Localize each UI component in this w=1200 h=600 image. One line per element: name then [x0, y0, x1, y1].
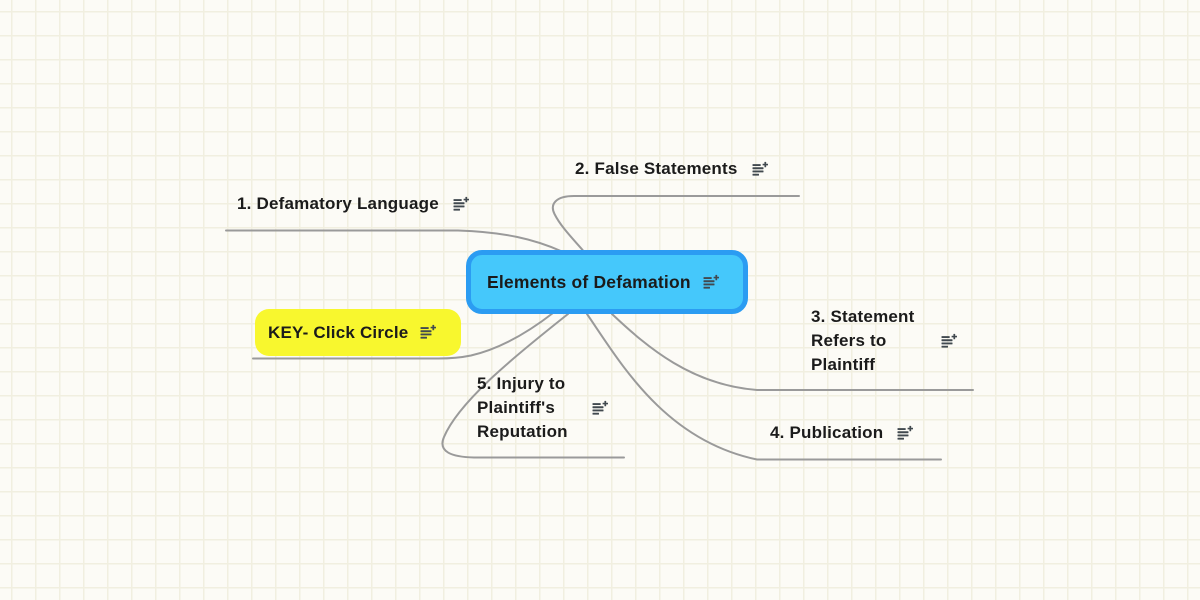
add-note-icon[interactable]	[941, 333, 958, 350]
topic-statement-refers-to-plaintiff[interactable]: 3. Statement Refers to Plaintiff	[811, 305, 958, 377]
add-note-icon[interactable]	[703, 274, 720, 291]
branch-topic-5	[441, 313, 625, 459]
branch-key-node	[252, 312, 554, 360]
branch-topic-4	[586, 313, 942, 461]
topic-label: 2. False Statements	[575, 159, 738, 178]
topic-false-statements[interactable]: 2. False Statements	[575, 157, 769, 181]
root-node-elements-of-defamation[interactable]: Elements of Defamation	[466, 250, 748, 314]
topic-label: 5. Injury to Plaintiff's Reputation	[477, 374, 568, 441]
add-note-icon[interactable]	[752, 161, 769, 178]
branch-topic-3	[611, 313, 974, 391]
add-note-icon[interactable]	[897, 425, 914, 442]
key-node-label: KEY- Click Circle	[268, 322, 409, 342]
branch-topic-2	[551, 195, 800, 252]
topic-label: 4. Publication	[770, 423, 884, 442]
branch-topic-1	[225, 229, 563, 253]
topic-defamatory-language[interactable]: 1. Defamatory Language	[237, 192, 470, 216]
topic-label: 3. Statement Refers to Plaintiff	[811, 307, 915, 374]
add-note-icon[interactable]	[420, 324, 437, 341]
key-node-click-circle[interactable]: KEY- Click Circle	[255, 309, 461, 356]
topic-label: 1. Defamatory Language	[237, 194, 439, 213]
topic-publication[interactable]: 4. Publication	[770, 421, 914, 445]
add-note-icon[interactable]	[592, 400, 609, 417]
topic-injury-to-plaintiffs-reputation[interactable]: 5. Injury to Plaintiff's Reputation	[477, 372, 609, 444]
root-node-label: Elements of Defamation	[487, 271, 691, 292]
add-note-icon[interactable]	[453, 196, 470, 213]
